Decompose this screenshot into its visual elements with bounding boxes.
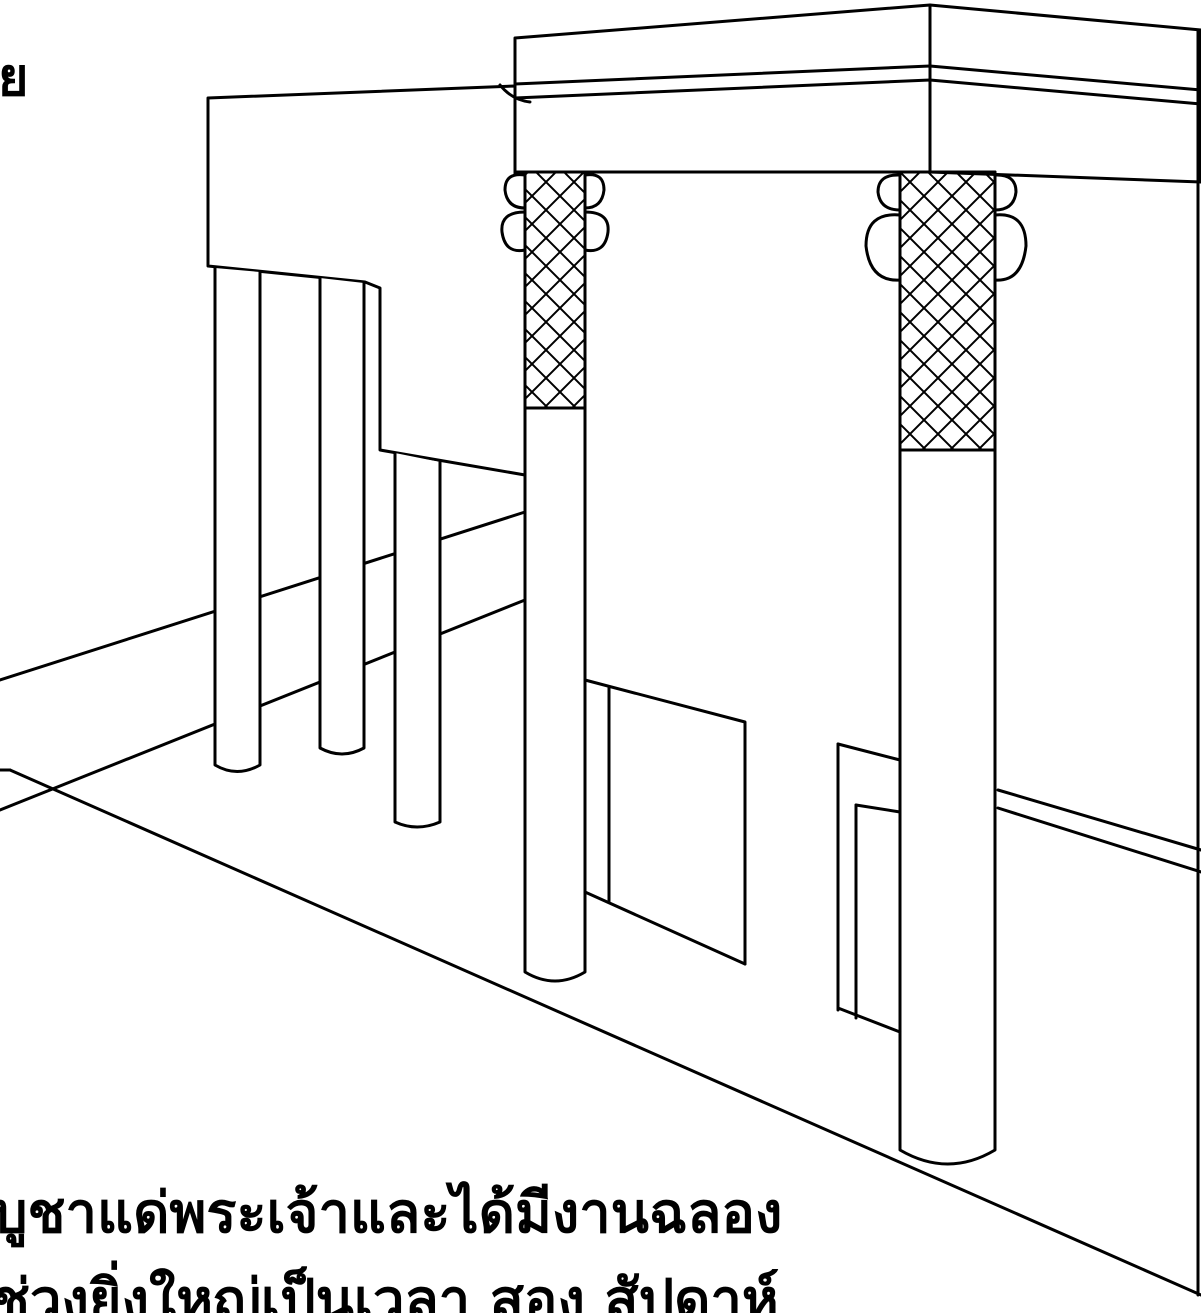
left-pillars bbox=[213, 266, 442, 829]
middle-pillar-capital bbox=[500, 173, 610, 253]
main-roof-block bbox=[498, 3, 1201, 184]
caption-line-1: บูชาแด่พระเจ้าและได้มีงานฉลอง bbox=[0, 1181, 783, 1246]
floor-and-wall-lines bbox=[0, 510, 1201, 1297]
middle-pillar bbox=[523, 170, 587, 983]
right-pillar bbox=[898, 170, 997, 1166]
right-pillar-capital bbox=[864, 173, 1028, 282]
top-text-fragment: ย bbox=[0, 48, 29, 108]
caption-line-2: ช่วงยิ่งใหญ่เป็นเวลา สอง สัปดาห์ bbox=[0, 1268, 779, 1313]
doorway-panels bbox=[583, 678, 902, 1034]
